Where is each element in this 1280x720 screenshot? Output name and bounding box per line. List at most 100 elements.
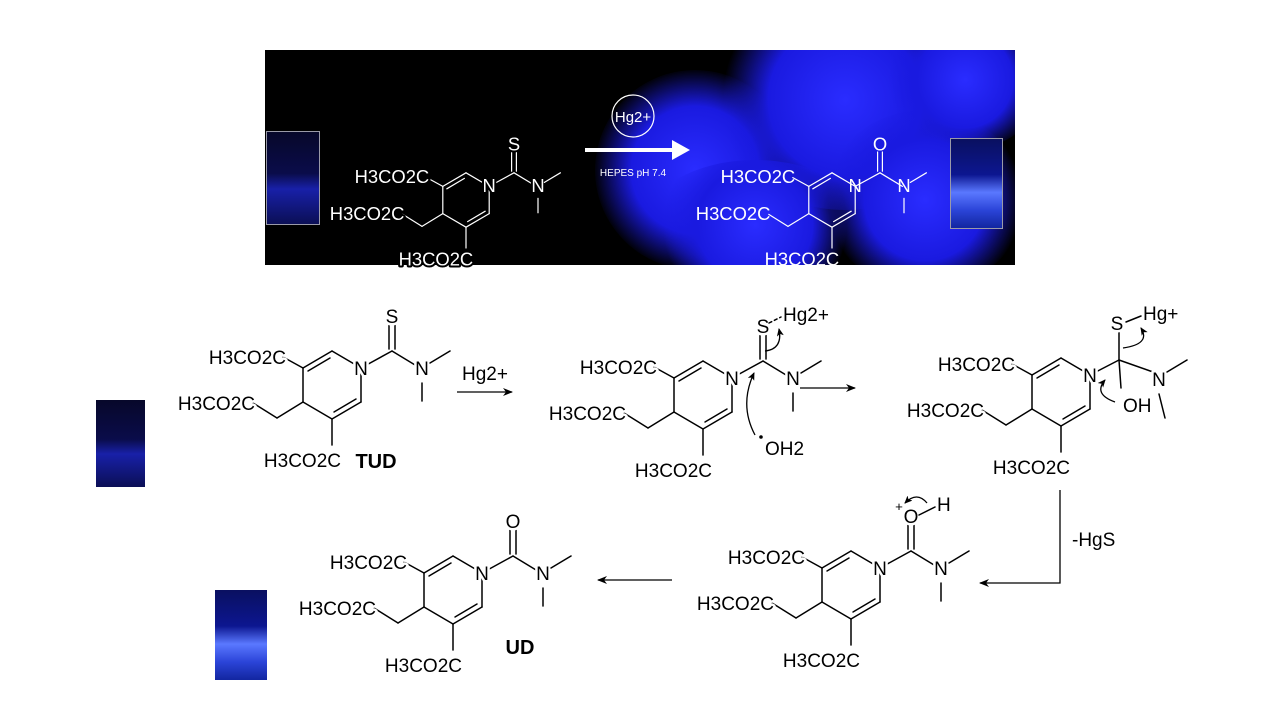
ester-group: H3CO2C	[728, 548, 805, 569]
bond	[391, 350, 421, 369]
bond	[910, 550, 940, 569]
oxygen-atom: O	[873, 133, 887, 154]
oxygen-atom: O	[506, 512, 521, 533]
bond	[768, 213, 789, 228]
ester-group: H3CO2C	[635, 461, 712, 482]
bond	[423, 555, 454, 574]
reagent-circle	[611, 94, 655, 138]
mercury-ion: Hg+	[1143, 304, 1178, 325]
bond	[465, 213, 490, 228]
nitrogen-atom: N	[354, 359, 368, 380]
ester-group: H3CO2C	[264, 451, 341, 472]
nitrogen-atom: N	[873, 559, 887, 580]
bond	[704, 408, 728, 423]
bond	[918, 506, 936, 516]
bond	[833, 210, 852, 223]
bond	[402, 213, 423, 228]
bond	[1125, 315, 1142, 323]
ester-group: H3CO2C	[993, 458, 1070, 479]
bond	[831, 172, 856, 187]
bond	[795, 601, 823, 619]
fluorescence-glow	[645, 160, 865, 265]
bond	[909, 172, 928, 183]
bond	[442, 172, 467, 187]
bond	[307, 357, 331, 372]
bond	[801, 556, 823, 569]
bond	[771, 602, 797, 619]
bond	[333, 398, 357, 413]
bond	[276, 401, 304, 419]
bond	[454, 603, 478, 618]
nitrogen-atom: N	[536, 564, 550, 585]
water-molecule: OH2	[765, 439, 804, 460]
vial-before-photo	[266, 131, 320, 225]
bond	[373, 607, 399, 624]
banner-conditions-label: HEPES pH 7.4	[600, 168, 667, 179]
nitrogen-atom: N	[483, 175, 496, 196]
bond	[673, 360, 704, 379]
step1-reagent-label: Hg2+	[462, 364, 508, 385]
compound-label-ud: UD	[506, 637, 535, 659]
ester-group: H3CO2C	[938, 355, 1015, 376]
bond	[831, 213, 856, 228]
bond	[452, 555, 483, 574]
bond	[981, 409, 1007, 426]
bond	[1089, 359, 1120, 376]
bond	[1118, 359, 1154, 373]
hydrogen-atom: H	[937, 495, 951, 516]
bond	[1005, 408, 1033, 426]
bond	[550, 555, 572, 569]
bond	[653, 366, 675, 379]
ester-group: H3CO2C	[696, 203, 771, 224]
bond	[488, 172, 515, 187]
bond	[673, 411, 704, 430]
bond	[403, 561, 425, 574]
bond	[808, 172, 833, 187]
ester-group: H3CO2C	[580, 358, 657, 379]
ester-group: H3CO2C	[697, 594, 774, 615]
bond	[429, 350, 451, 364]
nitrogen-atom: N	[786, 369, 800, 390]
bond	[282, 356, 304, 369]
compound-label-tud: TUD	[355, 451, 396, 473]
bond	[302, 401, 333, 420]
bond	[821, 550, 852, 569]
banner-reaction-arrow	[585, 140, 690, 160]
ester-group: H3CO2C	[399, 249, 474, 270]
curved-arrow	[1097, 379, 1116, 403]
nitrogen-atom: N	[475, 564, 489, 585]
bond	[1118, 359, 1122, 389]
step3-arrow	[979, 490, 1061, 587]
bond	[854, 172, 881, 187]
nitrogen-atom: N	[725, 369, 739, 390]
vial-after-photo	[950, 138, 1003, 229]
ester-group: H3CO2C	[299, 599, 376, 620]
bond	[252, 402, 278, 419]
curved-arrow	[904, 495, 928, 504]
bond	[1036, 364, 1060, 379]
ester-group: H3CO2C	[549, 404, 626, 425]
bond	[331, 350, 362, 369]
bond	[442, 213, 467, 228]
bond	[702, 411, 733, 430]
bond	[1011, 363, 1033, 376]
curved-arrow	[764, 328, 784, 352]
bond	[623, 412, 649, 429]
bond	[879, 550, 912, 569]
ester-group: H3CO2C	[178, 394, 255, 415]
bond	[512, 555, 542, 574]
bond	[808, 213, 833, 228]
bond	[467, 210, 486, 223]
bond	[826, 557, 850, 572]
vial-ud-photo	[215, 590, 267, 680]
ester-group: H3CO2C	[907, 401, 984, 422]
ester-group: H3CO2C	[355, 166, 430, 187]
nitrogen-atom: N	[934, 559, 948, 580]
ester-group: H3CO2C	[765, 249, 840, 270]
ester-group: H3CO2C	[385, 656, 462, 677]
bond	[513, 172, 538, 187]
